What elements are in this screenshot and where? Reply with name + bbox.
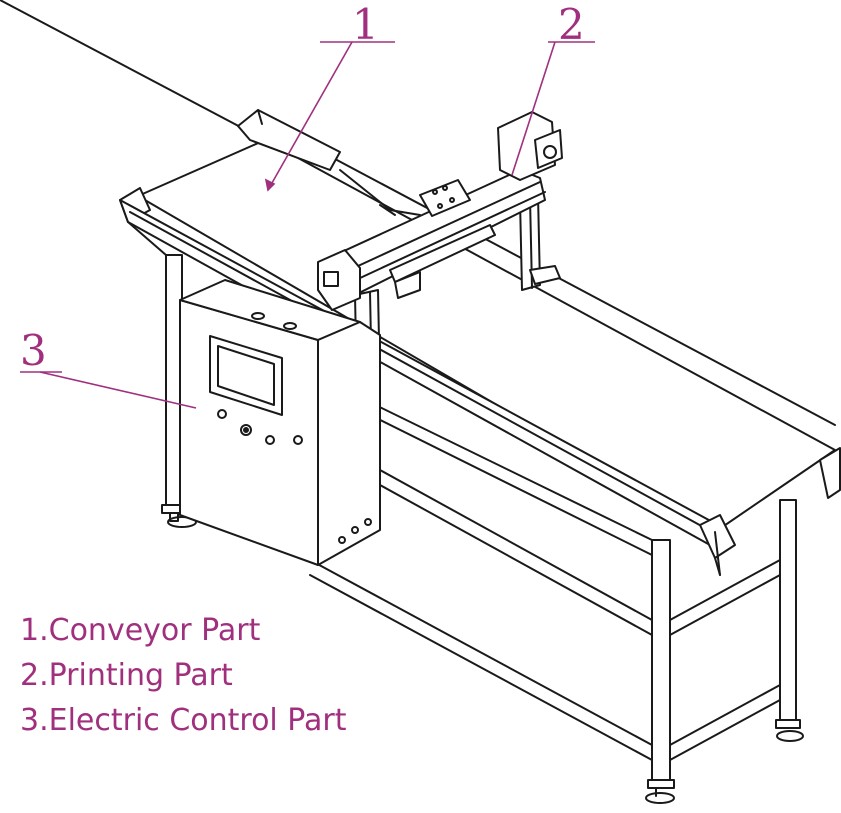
right-front-leg xyxy=(645,539,675,804)
legend-item-electric-control: 3.Electric Control Part xyxy=(20,703,347,738)
legend-item-conveyor: 1.Conveyor Part xyxy=(20,613,261,648)
control-box xyxy=(179,279,381,566)
legend: 1.Conveyor Part 2.Printing Part 3.Electr… xyxy=(20,608,347,743)
printing-part xyxy=(317,111,563,396)
legend-item-printing: 2.Printing Part xyxy=(20,658,233,693)
callout-number-2: 2 xyxy=(558,0,585,49)
control-screen xyxy=(209,335,283,416)
callout-number-3: 3 xyxy=(20,326,47,375)
callout-number-1: 1 xyxy=(352,0,379,49)
callout-leaders xyxy=(20,41,595,409)
left-front-leg xyxy=(161,254,197,528)
right-rear-leg xyxy=(775,499,804,742)
